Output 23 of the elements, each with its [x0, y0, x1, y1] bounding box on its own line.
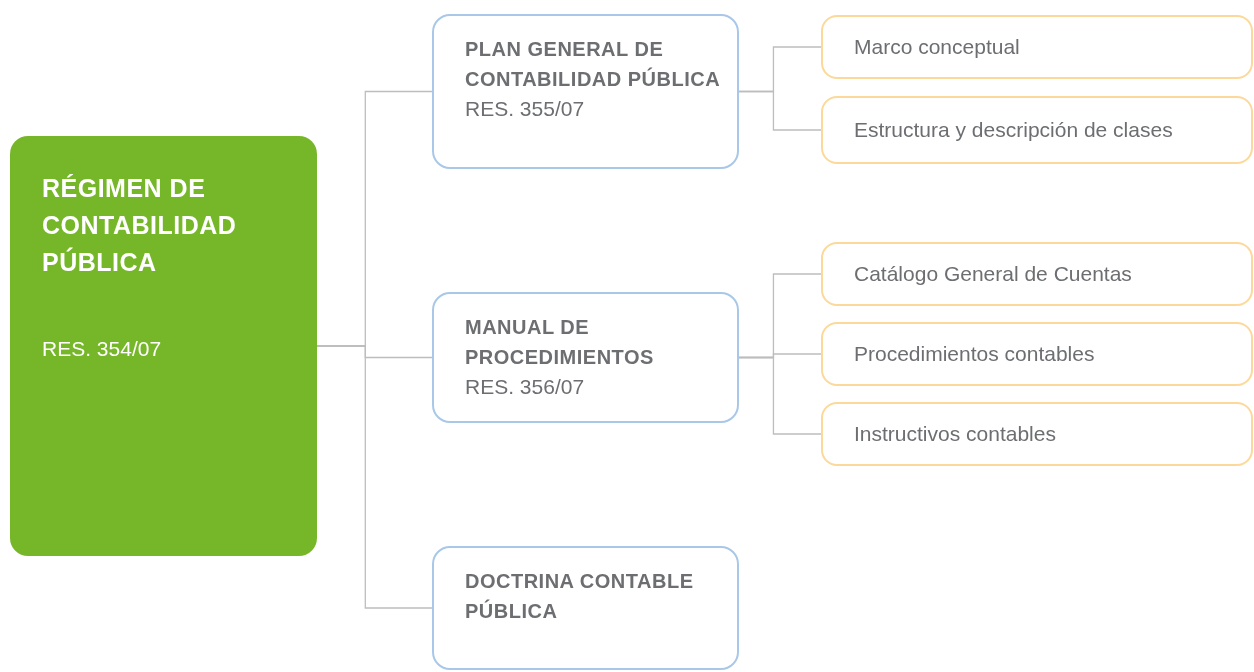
- document-title: PLAN GENERAL DE CONTABILIDAD PÚBLICA: [465, 37, 722, 92]
- resolution-box: [432, 14, 739, 169]
- regime-box: [10, 136, 317, 556]
- component-label: Procedimientos contables: [854, 342, 1095, 366]
- component-label: Instructivos contables: [854, 422, 1056, 446]
- resolution-number: RES. 356/07: [465, 374, 586, 400]
- component-label: Catálogo General de Cuentas: [854, 262, 1132, 286]
- resolution-number: RES. 354/07: [42, 337, 163, 361]
- document-title: DOCTRINA CONTABLE PÚBLICA: [465, 569, 695, 624]
- component-box: [821, 96, 1253, 164]
- component-label: Estructura y descripción de clases: [854, 118, 1173, 142]
- document-title: MANUAL DE PROCEDIMIENTOS: [465, 315, 655, 370]
- component-box: [821, 322, 1253, 386]
- connector-line: [738, 356, 822, 435]
- regime-title: RÉGIMEN DE CONTABILIDAD PÚBLICA: [42, 173, 238, 278]
- connector-line: [738, 90, 822, 131]
- component-box: [821, 15, 1253, 79]
- component-box: [821, 402, 1253, 466]
- component-box: [821, 242, 1253, 306]
- resolution-box: [432, 546, 739, 670]
- resolution-number: RES. 355/07: [465, 96, 586, 122]
- component-label: Marco conceptual: [854, 35, 1020, 59]
- resolution-box: [432, 292, 739, 423]
